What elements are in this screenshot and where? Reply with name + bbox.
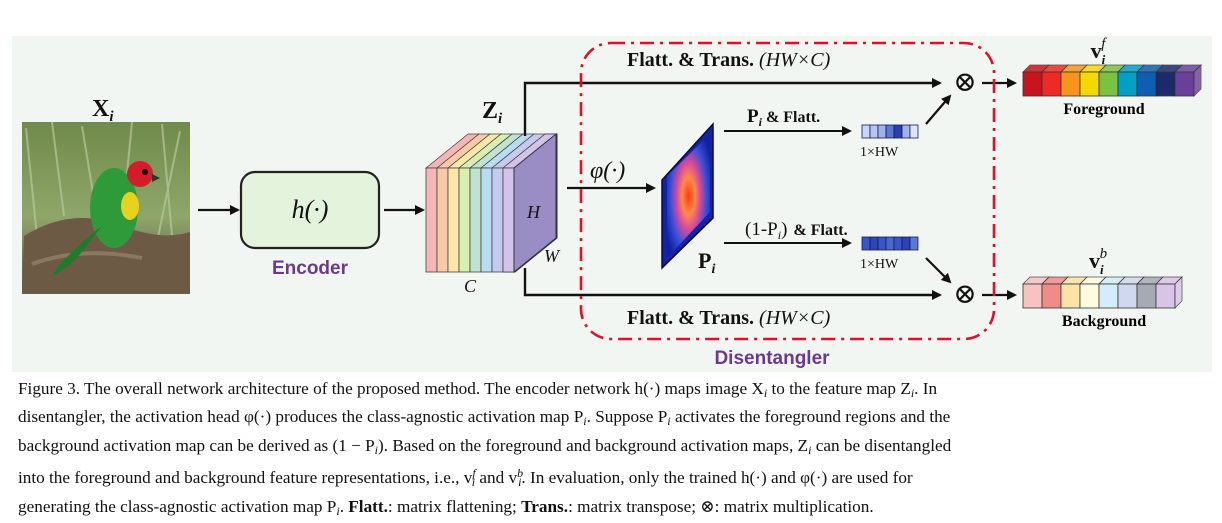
tensor-slice [469,167,482,273]
flattened-cell [885,236,895,251]
parrot-body [90,168,138,248]
output-cell [1060,71,1081,97]
multiply-top-icon: ⊗ [953,67,976,98]
flattened-cell [909,124,919,139]
background-vector [1022,276,1183,309]
output-cell [1060,283,1081,309]
output-cell [1117,283,1138,309]
flattened-cell [893,124,903,139]
flattened-cell [909,236,919,251]
tensor-slice [458,167,471,273]
output-cell [1155,71,1176,97]
tensor-slice [502,167,515,273]
output-cell [1155,283,1176,309]
tensor-slice [447,167,460,273]
not-p-flatt-label: (1-Pi)& Flatt. [745,219,848,242]
architecture-diagram: Xi h(·) Encoder Zi H W C Flatt. & Trans.… [22,36,1202,369]
tensor-slice [425,167,438,273]
background-label: Background [1062,313,1146,330]
tensor-dim-w: W [544,246,561,266]
activation-map-label: Pi [698,248,715,277]
output-cell-side [1193,64,1202,97]
feature-tensor [424,132,558,274]
architecture-figure: Xi h(·) Encoder Zi H W C Flatt. & Trans.… [12,36,1212,372]
output-cell [1136,71,1157,97]
flatt-trans-bottom-label: Flatt. & Trans. (HW×C) [627,307,831,329]
figure-caption: Figure 3. The overall network architectu… [18,377,1210,523]
foreground-label: Foreground [1063,101,1144,118]
flattened-cell [877,124,887,139]
p-flatt-label: Pi& Flatt. [747,106,820,129]
flattened-cell [885,124,895,139]
flattened-fg-dims: 1×HW [860,145,899,160]
tensor-label: Zi [482,98,503,127]
multiply-bottom-icon: ⊗ [953,279,976,310]
caption-line-4: into the foreground and background featu… [18,466,913,490]
output-cell [1041,283,1062,309]
output-cell [1098,283,1119,309]
tensor-side-face [513,132,557,274]
arrow-top-branch [523,78,942,136]
flattened-cell [861,236,871,251]
tensor-slice [480,167,493,273]
input-label: Xi [92,96,114,125]
phi-label: φ(·) [590,158,625,184]
output-cell [1022,71,1043,97]
flattened-cell [893,236,903,251]
arrow-fg-to-mult [925,94,952,125]
tensor-dim-c: C [464,276,477,296]
tensor-slice [436,167,449,273]
tensor-dim-h: H [526,202,541,222]
caption-line-3: background activation map can be derived… [18,435,952,457]
input-image [22,121,190,294]
output-cell [1079,71,1100,97]
flattened-cell [861,124,871,139]
flatt-trans-top-label: Flatt. & Trans. (HW×C) [627,49,831,71]
output-cell [1079,283,1100,309]
disentangler-label: Disentangler [714,348,830,369]
output-cell [1136,283,1157,309]
arrow-bottom-branch [523,268,942,300]
output-cell [1117,71,1138,97]
flattened-cell [901,236,911,251]
encoder-box [239,170,381,250]
disentangler-box [579,41,996,341]
arrow-bg-to-mult [925,257,952,284]
output-cell [1022,283,1043,309]
caption-line-5: generating the class-agnostic activation… [18,496,874,518]
background-vector-label: vib [1089,246,1108,277]
output-cell-side [1174,276,1183,309]
foreground-vector-label: vif [1091,36,1108,67]
flattened-cell [869,124,879,139]
encoder-function-label: h(·) [292,195,329,224]
caption-line-2: disentangler, the activation head φ(·) p… [18,407,951,429]
flattened-cell [869,236,879,251]
output-cell [1041,71,1062,97]
tensor-slice [491,167,504,273]
caption-line-1: Figure 3. The overall network architectu… [18,379,938,400]
flattened-cell [901,124,911,139]
foreground-vector [1022,64,1202,97]
activation-map [661,122,714,270]
flattened-background-map [861,236,919,251]
output-cell [1174,71,1195,97]
output-cell [1098,71,1119,97]
flattened-bg-dims: 1×HW [860,257,899,272]
flattened-foreground-map [861,124,919,139]
flattened-cell [877,236,887,251]
encoder-label: Encoder [272,258,349,279]
